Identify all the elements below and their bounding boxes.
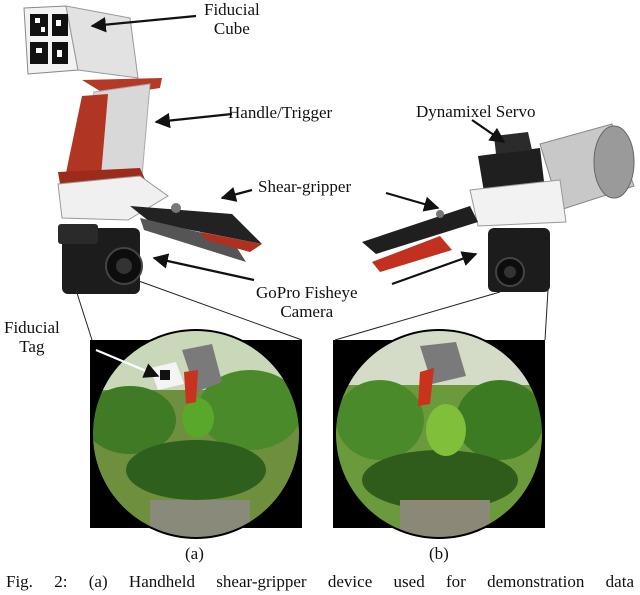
label-shear-gripper: Shear-gripper	[258, 177, 352, 196]
fisheye-view-a	[90, 329, 302, 539]
figure-caption: Fig. 2: (a) Handheld shear-gripper devic…	[6, 572, 634, 591]
figure-illustration	[23, 5, 635, 539]
gopro-camera-illustration	[58, 224, 143, 294]
subfigure-label-a: (a)	[185, 544, 204, 563]
camera-view-lines	[75, 279, 549, 341]
annotation-arrows	[90, 14, 506, 378]
handheld-device-illustration	[23, 5, 262, 294]
label-fiducial-tag: Fiducial Tag	[4, 318, 60, 356]
shear-gripper-illustration	[130, 203, 262, 262]
handle-trigger-illustration	[58, 78, 162, 196]
servo-device-illustration	[362, 123, 635, 292]
label-handle-trigger: Handle/Trigger	[228, 103, 333, 122]
label-dynamixel-servo: Dynamixel Servo	[416, 102, 536, 121]
fisheye-view-b	[333, 329, 545, 539]
fiducial-cube-illustration	[23, 5, 139, 79]
label-fiducial-cube: Fiducial Cube	[204, 0, 260, 38]
subfigure-label-b: (b)	[429, 544, 449, 563]
shear-gripper-b-illustration	[362, 206, 478, 272]
label-gopro-camera: GoPro Fisheye Camera	[256, 283, 358, 321]
gopro-camera-b-illustration	[488, 228, 550, 292]
